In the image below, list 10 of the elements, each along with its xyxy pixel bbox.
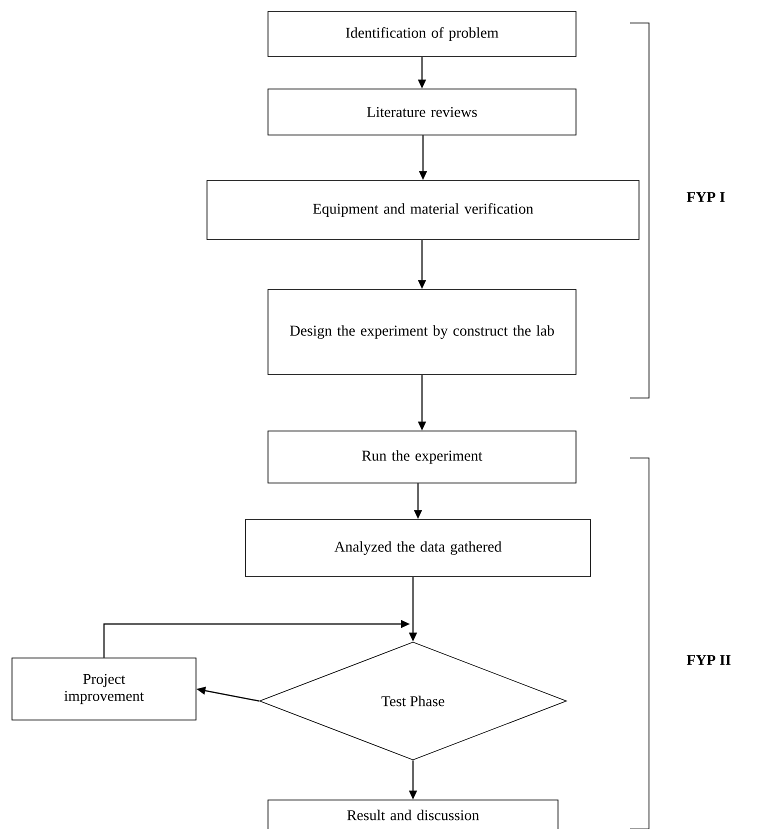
process-box: Literature reviews <box>268 88 576 136</box>
process-box: Result and discussion <box>268 800 558 829</box>
process-box: Identification of problem <box>268 11 576 57</box>
section-label: FYP II <box>686 655 731 665</box>
section-label: FYP I <box>686 192 725 202</box>
process-box: Equipment and material verification <box>206 180 640 240</box>
process-box: Design the experiment by construct the lab <box>268 289 576 375</box>
process-box: Analyzed the data gathered <box>245 519 591 577</box>
process-box: Run the experiment <box>268 430 576 484</box>
process-box: Project improvement <box>12 658 196 720</box>
